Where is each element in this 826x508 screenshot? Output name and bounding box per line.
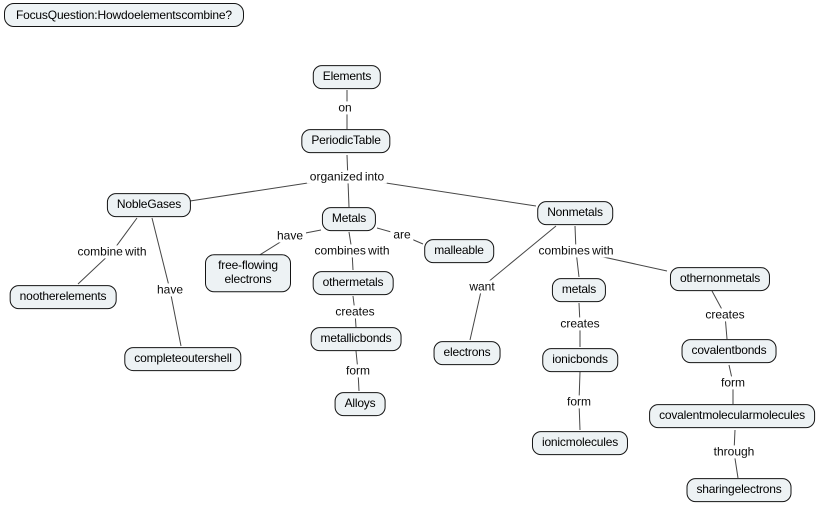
- concept-metals-partner[interactable]: metals: [551, 278, 607, 302]
- link-label-are[interactable]: are: [390, 228, 414, 242]
- concept-ionic-molecules[interactable]: ionic molecules: [531, 431, 629, 455]
- concept-electrons[interactable]: electrons: [433, 341, 501, 365]
- concept-metallic-bonds[interactable]: metallic bonds: [310, 327, 402, 351]
- concept-covalent-molecular-molecules[interactable]: covalent molecular molecules: [649, 404, 815, 428]
- link-label-form-covalent[interactable]: form: [718, 376, 748, 390]
- link-label-on[interactable]: on: [335, 101, 355, 115]
- link-label-have-metals[interactable]: have: [273, 229, 307, 243]
- concept-alloys[interactable]: Alloys: [334, 392, 386, 416]
- link-label-combines-with-metals[interactable]: combines with: [311, 244, 393, 258]
- concept-no-other-elements[interactable]: no other elements: [9, 285, 117, 309]
- link-label-creates-ionic[interactable]: creates: [557, 317, 603, 331]
- concept-other-metals[interactable]: other metals: [312, 271, 394, 295]
- concept-elements[interactable]: Elements: [312, 65, 382, 89]
- concept-periodic-table[interactable]: Periodic Table: [301, 129, 391, 153]
- concept-malleable[interactable]: malleable: [424, 239, 494, 263]
- focus-question[interactable]: Focus Question: How do elements combine?: [4, 3, 244, 27]
- link-label-combine-with[interactable]: combine with: [74, 245, 150, 259]
- concept-noble-gases[interactable]: Noble Gases: [106, 193, 192, 217]
- concept-nonmetals[interactable]: Nonmetals: [537, 201, 613, 225]
- link-label-have-noble-gases[interactable]: have: [153, 283, 187, 297]
- concept-other-nonmetals[interactable]: other nonmetals: [669, 267, 771, 291]
- concept-free-flowing-electrons[interactable]: free-flowing electrons: [205, 254, 291, 292]
- link-label-form-alloys[interactable]: form: [343, 364, 373, 378]
- link-label-creates-covalent[interactable]: creates: [702, 308, 748, 322]
- concept-covalent-bonds[interactable]: covalent bonds: [681, 339, 777, 363]
- link-label-creates-metallic[interactable]: creates: [332, 305, 378, 319]
- link-label-combines-with-nonmetals[interactable]: combines with: [535, 244, 617, 258]
- concept-sharing-electrons[interactable]: sharing electrons: [686, 478, 792, 502]
- link-label-organized-into[interactable]: organized into: [306, 170, 388, 184]
- link-label-through[interactable]: through: [710, 445, 758, 459]
- concept-metals[interactable]: Metals: [321, 207, 377, 231]
- concept-ionic-bonds[interactable]: ionic bonds: [542, 348, 618, 372]
- link-label-form-ionic[interactable]: form: [564, 395, 594, 409]
- link-label-want[interactable]: want: [466, 280, 498, 294]
- concept-complete-outer-shell[interactable]: complete outer shell: [124, 347, 242, 371]
